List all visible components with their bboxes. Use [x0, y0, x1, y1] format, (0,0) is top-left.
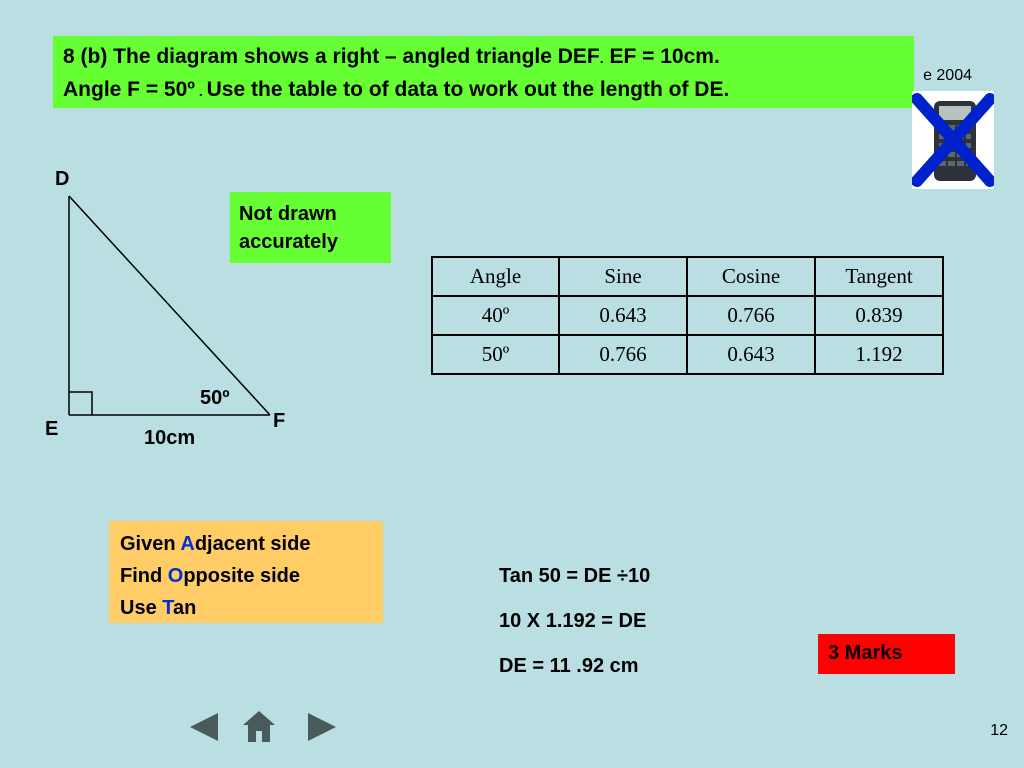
hint-key-letter: A: [180, 533, 195, 555]
table-cell: 0.766: [558, 334, 688, 375]
working-line-2: 10 X 1.192 = DE: [499, 610, 647, 632]
side-df: [68, 195, 271, 416]
working-line-3: DE = 11 .92 cm: [499, 655, 639, 677]
question-line-2-text: Use the table to of data to work out the…: [206, 78, 730, 101]
triangle-def-diagram: [68, 195, 271, 416]
hint-line-use: Use Tan: [120, 592, 372, 624]
angle-f-label: 50º: [200, 387, 230, 409]
table-header-row: Angle Sine Cosine Tangent: [431, 256, 944, 297]
page-number: 12: [990, 722, 1008, 739]
table-header-sine: Sine: [558, 256, 688, 297]
triangle-right-icon[interactable]: [306, 712, 338, 742]
table-cell: 40º: [431, 295, 560, 336]
not-drawn-accurately-note: Not drawn accurately: [230, 192, 391, 263]
hint-line-find: Find Opposite side: [120, 560, 372, 592]
table-cell: 0.766: [686, 295, 816, 336]
table-header-angle: Angle: [431, 256, 560, 297]
hint-key-letter: O: [167, 565, 184, 587]
question-line-1-dot: .: [599, 50, 604, 66]
table-cell: 0.839: [814, 295, 944, 336]
hint-text: Use: [120, 597, 163, 619]
question-line-1: 8 (b) The diagram shows a right – angled…: [63, 41, 904, 74]
triangle-left-icon[interactable]: [188, 712, 220, 742]
table-header-tangent: Tangent: [814, 256, 944, 297]
side-ef-label: 10cm: [144, 427, 196, 449]
table-cell: 50º: [431, 334, 560, 375]
question-line-2-angle: Angle F = 50º: [63, 78, 195, 101]
table-cell: 0.643: [686, 334, 816, 375]
hint-text: Find: [120, 565, 168, 587]
not-drawn-line-2: accurately: [239, 231, 338, 253]
trig-values-table: Angle Sine Cosine Tangent 40º 0.643 0.76…: [431, 256, 944, 375]
not-drawn-line-1: Not drawn: [239, 203, 337, 225]
soh-cah-toa-hint: Given Adjacent side Find Opposite side U…: [109, 521, 383, 623]
hint-text: an: [172, 597, 197, 619]
no-calculator-icon: [911, 91, 996, 189]
vertex-f-label: F: [273, 410, 286, 432]
hint-text: pposite side: [183, 565, 301, 587]
working-line-1: Tan 50 = DE ÷10: [499, 565, 651, 587]
table-row: 40º 0.643 0.766 0.839: [431, 295, 944, 336]
table-row: 50º 0.766 0.643 1.192: [431, 334, 944, 375]
table-cell: 0.643: [558, 295, 688, 336]
hint-key-letter: T: [162, 597, 173, 619]
paper-date: e 2004: [923, 67, 972, 84]
hint-text: Given: [120, 533, 181, 555]
question-box: 8 (b) The diagram shows a right – angled…: [53, 36, 914, 108]
question-line-2-dot: .: [194, 83, 207, 99]
hint-line-given: Given Adjacent side: [120, 528, 372, 560]
home-icon[interactable]: [242, 709, 276, 743]
marks-badge: 3 Marks: [818, 634, 955, 674]
table-cell: 1.192: [814, 334, 944, 375]
question-line-1-text: 8 (b) The diagram shows a right – angled…: [63, 45, 600, 68]
table-header-cosine: Cosine: [686, 256, 816, 297]
vertex-e-label: E: [45, 418, 59, 440]
question-line-1-end: EF = 10cm.: [603, 45, 720, 68]
right-angle-marker: [69, 391, 93, 415]
hint-text: djacent side: [194, 533, 311, 555]
vertex-d-label: D: [55, 168, 70, 190]
question-line-2: Angle F = 50º . Use the table to of data…: [63, 74, 904, 107]
